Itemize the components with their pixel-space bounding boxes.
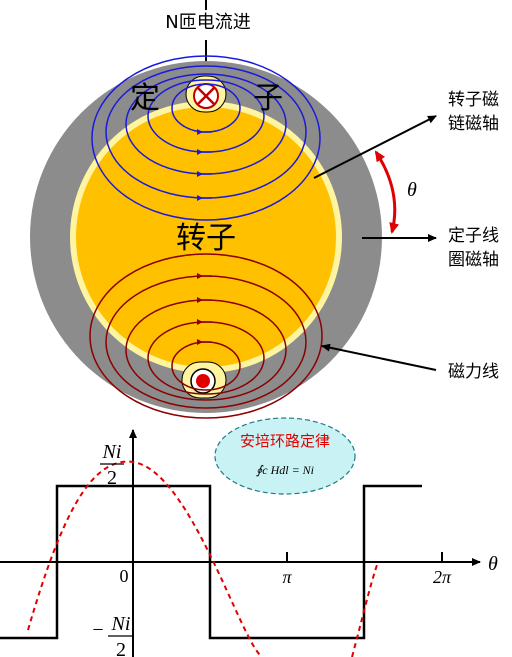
flux-arrows-bottom: [197, 273, 212, 345]
two-pi-label: 2π: [433, 567, 452, 587]
angle-theta-label: θ: [407, 179, 417, 201]
rotor-axis-label-line1: 转子磁: [448, 90, 499, 110]
neg-level-denominator: 2: [116, 639, 126, 657]
stator-label-left: 定: [130, 81, 160, 116]
flux-arrows-top: [197, 129, 212, 201]
pos-level-denominator: 2: [107, 467, 117, 489]
ampere-law-formula: ∮c Hdl = Ni: [256, 463, 314, 477]
current-in-label: N匝电流进: [165, 12, 250, 33]
current-out-dot: [196, 374, 210, 388]
pi-label: π: [282, 567, 292, 587]
stator-label-right: 子: [253, 81, 283, 116]
stator-axis-label-line1: 定子线: [448, 226, 499, 246]
stator-axis-label-line2: 圈磁轴: [448, 250, 499, 270]
flux-lines-label: 磁力线: [448, 362, 499, 382]
rotor-axis-arrow: [313, 115, 437, 179]
fundamental-wave: [27, 460, 263, 657]
flux-line-bottom-5: [89, 253, 323, 419]
flux-line-top-5: [91, 55, 321, 221]
mmf-square-wave: [0, 484, 422, 640]
origin-label: 0: [120, 566, 129, 586]
rotor-label: 转子: [176, 221, 236, 256]
ampere-law-bubble: [214, 417, 356, 495]
angle-arrow: [374, 150, 400, 234]
pos-level-numerator: Ni: [102, 441, 122, 463]
rotor-body: [76, 107, 336, 367]
theta-axis-label: θ: [488, 553, 498, 575]
neg-level-sign: −: [92, 619, 103, 641]
ampere-law-title: 安培环路定律: [240, 432, 330, 450]
flux-lines-pointer: [321, 343, 437, 371]
neg-level-numerator: Ni: [111, 613, 131, 635]
fundamental-wave-tail: [351, 561, 379, 657]
rotor-axis-label-line2: 链磁轴: [448, 114, 499, 134]
cross-line-2: [197, 87, 215, 105]
